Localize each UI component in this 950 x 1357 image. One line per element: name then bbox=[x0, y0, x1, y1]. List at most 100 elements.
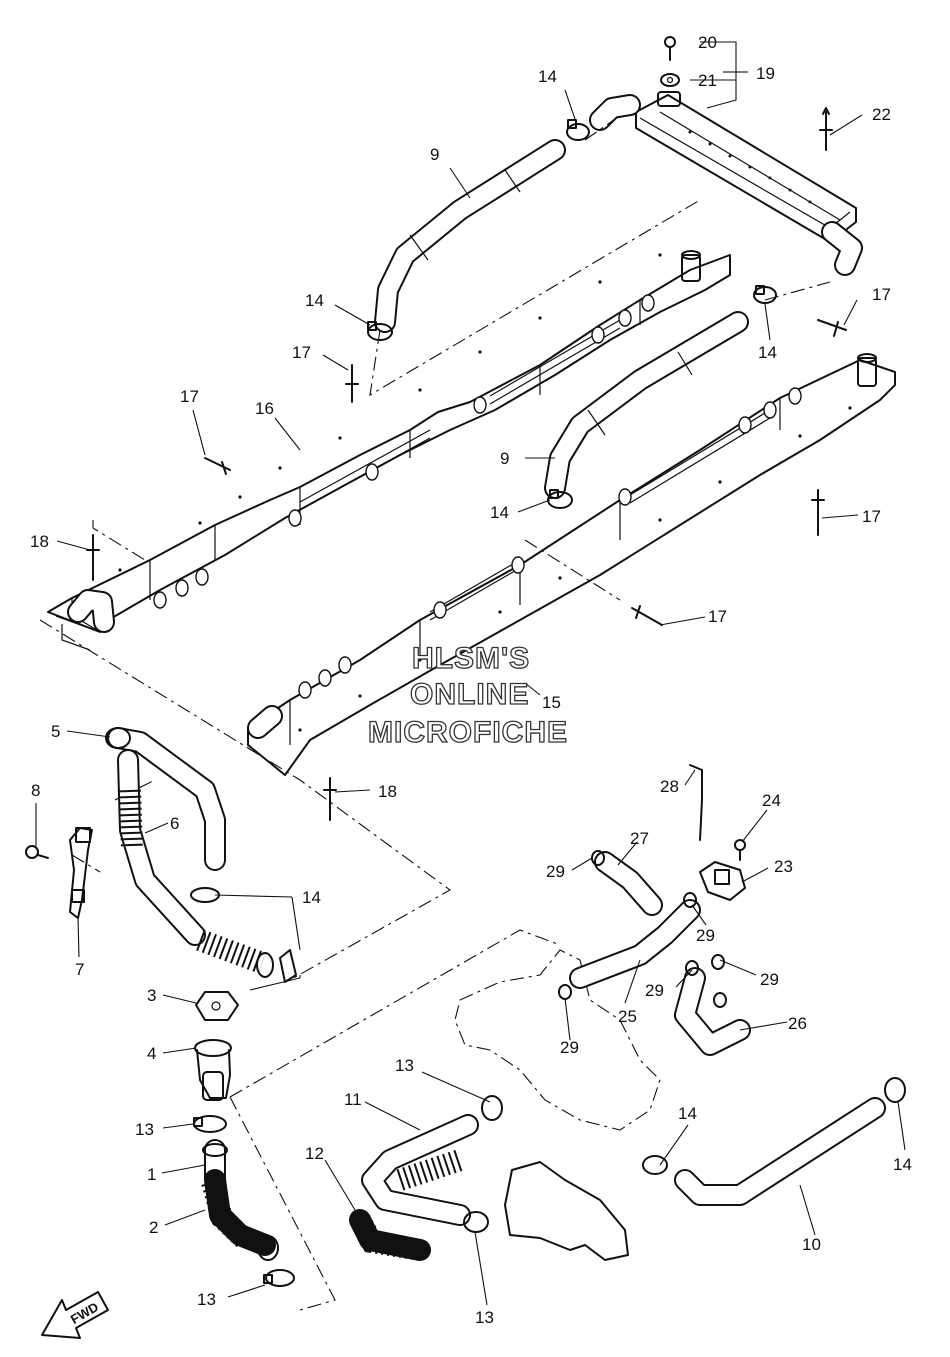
callout-19: 19 bbox=[756, 64, 775, 83]
callout-13: 13 bbox=[197, 1290, 216, 1309]
callout-17: 17 bbox=[862, 507, 881, 526]
rivet-22 bbox=[819, 107, 833, 151]
callout-28: 28 bbox=[660, 777, 679, 796]
callout-numbers: 20 21 19 22 14 9 14 17 14 17 17 16 9 14 … bbox=[30, 33, 912, 1327]
callout-6: 6 bbox=[170, 814, 179, 833]
clamp-13-a bbox=[193, 1115, 227, 1133]
rod-28 bbox=[689, 764, 703, 841]
callout-12: 12 bbox=[305, 1144, 324, 1163]
clamp-14-mid bbox=[547, 489, 573, 509]
clamp-14-top bbox=[566, 119, 590, 141]
callout-9: 9 bbox=[500, 449, 509, 468]
rivet-17-e bbox=[631, 605, 663, 626]
callout-27: 27 bbox=[630, 829, 649, 848]
heat-exchanger-15 bbox=[247, 353, 896, 776]
washer-21 bbox=[660, 73, 680, 87]
callout-14: 14 bbox=[758, 343, 777, 362]
callout-17: 17 bbox=[708, 607, 727, 626]
clamp-14-left-top bbox=[190, 887, 220, 903]
callout-13: 13 bbox=[135, 1120, 154, 1139]
callout-14: 14 bbox=[893, 1155, 912, 1174]
radiator-top bbox=[589, 91, 863, 276]
clamps-29 bbox=[558, 850, 727, 1008]
callout-14: 14 bbox=[538, 67, 557, 86]
pipe-25 bbox=[569, 899, 701, 989]
hose-6 bbox=[117, 749, 274, 978]
clamp-14-bottom-mid bbox=[642, 1155, 668, 1175]
bolt-24 bbox=[734, 839, 746, 861]
joint-23 bbox=[699, 861, 746, 901]
rivet-18-b bbox=[323, 777, 337, 821]
callout-29: 29 bbox=[560, 1038, 579, 1057]
callout-13: 13 bbox=[475, 1308, 494, 1327]
callout-14: 14 bbox=[302, 888, 321, 907]
hose-26 bbox=[674, 967, 751, 1056]
hose-9-middle bbox=[544, 311, 749, 499]
callout-16: 16 bbox=[255, 399, 274, 418]
watermark-line-1: HLSM'S bbox=[412, 642, 530, 675]
clamp-13-b bbox=[263, 1269, 295, 1287]
callout-2: 2 bbox=[149, 1218, 158, 1237]
rivet-17-d bbox=[811, 489, 825, 536]
clamp-14-bottom-right bbox=[884, 1077, 906, 1103]
callout-9: 9 bbox=[430, 145, 439, 164]
callout-29: 29 bbox=[645, 981, 664, 1000]
bolt-20 bbox=[664, 36, 676, 61]
callout-18: 18 bbox=[30, 532, 49, 551]
callout-24: 24 bbox=[762, 791, 781, 810]
callout-14: 14 bbox=[490, 503, 509, 522]
hose-10 bbox=[674, 1097, 886, 1206]
rivet-18-a bbox=[86, 534, 100, 581]
watermark-line-3: MICROFICHE bbox=[368, 716, 568, 749]
rivet-17-a bbox=[345, 364, 359, 403]
hose-2 bbox=[201, 1169, 279, 1261]
watermark: HLSM'S ONLINE MICROFICHE bbox=[367, 641, 568, 749]
hose-27 bbox=[594, 851, 663, 916]
fwd-arrow-icon: FWD bbox=[41, 1291, 109, 1339]
callout-8: 8 bbox=[31, 781, 40, 800]
rivet-17-c bbox=[817, 319, 847, 337]
watermark-line-2: ONLINE bbox=[410, 678, 529, 711]
callout-20: 20 bbox=[698, 33, 717, 52]
callout-29: 29 bbox=[696, 926, 715, 945]
heat-exchanger-16 bbox=[47, 250, 731, 651]
callout-4: 4 bbox=[147, 1044, 156, 1063]
callout-1: 1 bbox=[147, 1165, 156, 1184]
callout-23: 23 bbox=[774, 857, 793, 876]
callout-25: 25 bbox=[618, 1007, 637, 1026]
callout-5: 5 bbox=[51, 722, 60, 741]
callout-18: 18 bbox=[378, 782, 397, 801]
bolt-8 bbox=[25, 845, 49, 859]
callout-3: 3 bbox=[147, 986, 156, 1005]
clamp-13-c bbox=[481, 1095, 503, 1121]
callout-10: 10 bbox=[802, 1235, 821, 1254]
fitting-right-bottom bbox=[504, 1161, 629, 1261]
callout-14: 14 bbox=[305, 291, 324, 310]
clamp-13-d bbox=[463, 1211, 489, 1233]
leader-lines bbox=[35, 71, 906, 1306]
callout-17: 17 bbox=[292, 343, 311, 362]
clamp-14-left-bottom bbox=[279, 949, 297, 983]
callout-21: 21 bbox=[698, 71, 717, 90]
clamp-14-left bbox=[367, 321, 393, 341]
clamp-14-right bbox=[753, 285, 777, 304]
hose-5 bbox=[105, 727, 226, 871]
hose-11 bbox=[361, 1114, 479, 1226]
callout-14: 14 bbox=[678, 1104, 697, 1123]
filler-neck-4 bbox=[194, 1039, 232, 1101]
callout-26: 26 bbox=[788, 1014, 807, 1033]
callout-22: 22 bbox=[872, 105, 891, 124]
callout-11: 11 bbox=[344, 1090, 362, 1109]
callout-29: 29 bbox=[546, 862, 565, 881]
callout-7: 7 bbox=[75, 960, 84, 979]
hose-9-upper bbox=[374, 139, 566, 333]
hose-12 bbox=[349, 1209, 431, 1261]
callout-15: 15 bbox=[542, 693, 561, 712]
callout-13: 13 bbox=[395, 1056, 414, 1075]
bracket-7 bbox=[69, 827, 93, 919]
rivet-17-b bbox=[204, 457, 231, 475]
callout-29: 29 bbox=[760, 970, 779, 989]
cap-3 bbox=[195, 991, 239, 1021]
